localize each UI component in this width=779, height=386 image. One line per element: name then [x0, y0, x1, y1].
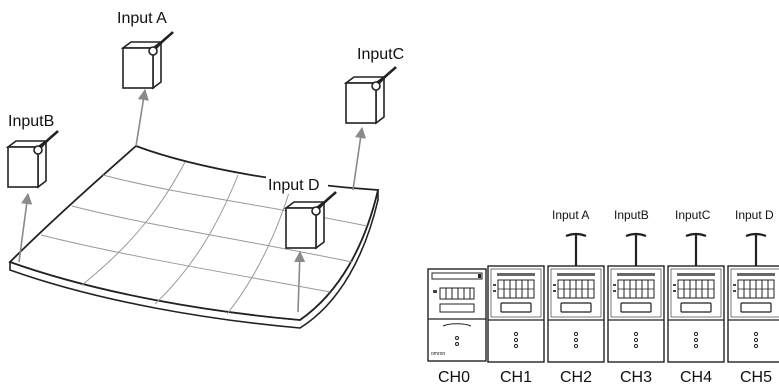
channel-label-ch1: CH1: [500, 369, 532, 386]
channel-label-ch4: CH4: [680, 369, 712, 386]
measurement-arrows: [18, 88, 367, 313]
module-ch3: [607, 265, 665, 363]
base-unit-ch0: omron: [427, 268, 487, 362]
controller-label-input-d: Input D: [735, 208, 774, 222]
controller-label-input-b: InputB: [614, 208, 649, 222]
controller-label-input-a: Input A: [552, 208, 589, 222]
sensor-a-icon: [121, 30, 175, 90]
label-input-a: Input A: [117, 10, 167, 27]
controller-rack: omron: [427, 232, 779, 363]
controller-input-labels: Input A InputB InputC Input D: [552, 208, 774, 222]
channel-label-ch0: CH0: [438, 369, 470, 386]
module-ch4: [667, 265, 725, 363]
channel-label-ch2: CH2: [560, 369, 592, 386]
module-ch1: [487, 265, 545, 363]
brand-logo: omron: [431, 351, 445, 357]
input-cables: [565, 232, 767, 266]
sensor-c-icon: [344, 65, 398, 125]
label-input-d: Input D: [268, 177, 320, 194]
controller-label-input-c: InputC: [675, 208, 711, 222]
sensor-b-icon: [6, 129, 60, 189]
module-ch2: [547, 265, 605, 363]
channel-label-ch5: CH5: [740, 369, 772, 386]
label-input-b: InputB: [8, 113, 54, 130]
channel-label-ch3: CH3: [620, 369, 652, 386]
label-input-c: InputC: [357, 46, 404, 63]
module-ch5: [727, 265, 779, 363]
channel-labels: CH0 CH1 CH2 CH3 CH4 CH5: [438, 369, 772, 386]
